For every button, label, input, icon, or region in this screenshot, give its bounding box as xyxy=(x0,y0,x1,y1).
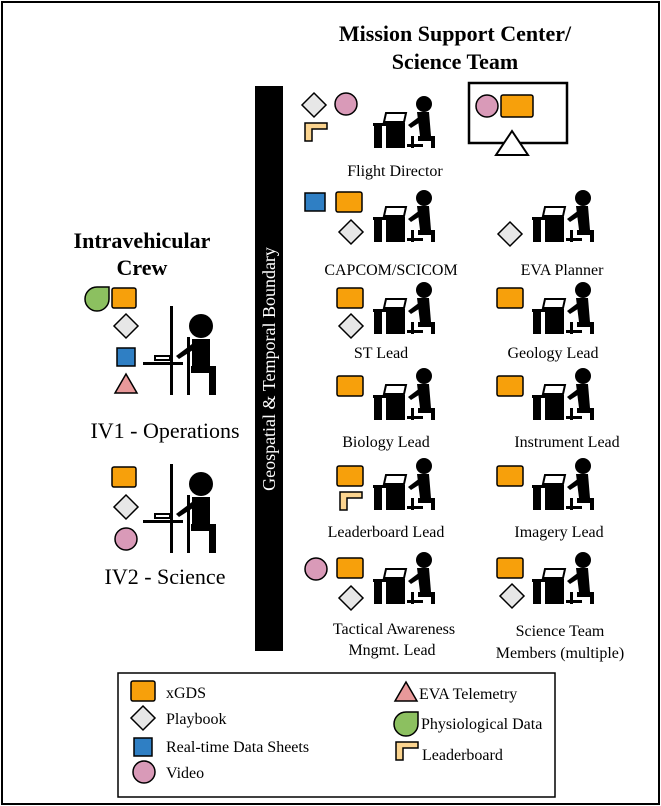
iv1-label: IV1 - Operations xyxy=(90,418,239,443)
person-at-desk-icon xyxy=(531,457,595,511)
legend-physiological-label: Physiological Data xyxy=(421,716,542,733)
boundary-bar xyxy=(255,86,283,651)
science-team-station xyxy=(496,551,595,610)
person-at-desk-icon xyxy=(372,189,436,243)
video-icon xyxy=(475,94,499,118)
video-icon xyxy=(132,760,156,784)
xgds-icon xyxy=(496,287,524,309)
playbook-icon xyxy=(112,493,140,521)
leaderboard-lead-station xyxy=(336,457,436,511)
geology-lead-label: Geology Lead xyxy=(507,345,598,362)
iv1-workstation xyxy=(84,286,217,396)
iv2-label: IV2 - Science xyxy=(105,564,226,589)
xgds-icon xyxy=(111,466,137,488)
science-team-label-2: Members (multiple) xyxy=(496,645,624,662)
title-line-1: Mission Support Center/ xyxy=(339,21,572,46)
data-sheets-icon xyxy=(304,192,326,212)
instrument-lead-label: Instrument Lead xyxy=(514,434,619,451)
video-icon xyxy=(304,557,328,581)
flight-director-label: Flight Director xyxy=(347,163,443,180)
person-at-desk-icon xyxy=(372,367,436,421)
person-at-desk-icon xyxy=(372,95,436,149)
person-at-desk-icon xyxy=(531,281,595,335)
leaderboard-icon xyxy=(339,491,363,511)
person-at-desk-icon xyxy=(531,367,595,421)
iv2-person-icon xyxy=(142,463,217,554)
xgds-icon xyxy=(111,287,137,309)
instrument-lead-station xyxy=(496,367,595,421)
tactical-label-1: Tactical Awareness xyxy=(333,621,455,638)
tactical-awareness-station xyxy=(304,551,436,612)
data-sheets-icon xyxy=(116,347,136,367)
legend-eva-telemetry-label: EVA Telemetry xyxy=(419,686,517,703)
crew-heading-1: Intravehicular xyxy=(74,228,211,253)
biology-lead-label: Biology Lead xyxy=(342,434,430,451)
st-lead-label: ST Lead xyxy=(354,345,408,362)
data-sheets-icon xyxy=(133,737,153,757)
eva-planner-label: EVA Planner xyxy=(521,262,604,279)
legend-video-label: Video xyxy=(166,765,204,782)
legend-xgds-label: xGDS xyxy=(166,685,206,702)
xgds-icon xyxy=(130,680,156,702)
tactical-label-2: Mngmt. Lead xyxy=(348,642,435,659)
leaderboard-lead-label: Leaderboard Lead xyxy=(328,524,445,541)
xgds-icon xyxy=(336,375,364,397)
legend: xGDS Playbook Real-time Data Sheets Vide… xyxy=(117,672,556,798)
video-icon xyxy=(114,527,138,551)
title-line-2: Science Team xyxy=(392,49,519,74)
st-lead-station xyxy=(336,281,436,340)
person-at-desk-icon xyxy=(372,457,436,511)
xgds-icon xyxy=(336,465,364,487)
xgds-icon xyxy=(335,191,363,213)
person-at-desk-icon xyxy=(372,281,436,335)
person-at-desk-icon xyxy=(531,189,595,243)
iv2-workstation xyxy=(111,463,217,554)
imagery-lead-station xyxy=(496,457,595,511)
playbook-icon xyxy=(498,582,526,610)
playbook-icon xyxy=(337,218,365,246)
video-icon xyxy=(334,92,358,116)
boundary-label: Geospatial & Temporal Boundary xyxy=(259,247,279,491)
legend-data-sheets-label: Real-time Data Sheets xyxy=(166,739,309,756)
legend-leaderboard-label: Leaderboard xyxy=(422,747,503,764)
iv1-person-icon xyxy=(142,305,217,396)
capcom-label: CAPCOM/SCICOM xyxy=(324,262,457,279)
xgds-icon xyxy=(496,375,524,397)
xgds-icon xyxy=(336,287,364,309)
playbook-icon xyxy=(337,584,365,612)
physiological-data-icon xyxy=(393,711,419,737)
playbook-icon xyxy=(112,312,140,340)
physiological-data-icon xyxy=(84,286,110,312)
legend-box xyxy=(117,672,556,798)
person-at-desk-icon xyxy=(372,551,436,605)
flight-director-station xyxy=(300,91,436,149)
geology-lead-station xyxy=(496,281,595,335)
xgds-icon xyxy=(496,465,524,487)
xgds-icon xyxy=(500,94,534,118)
eva-planner-station xyxy=(496,189,595,248)
xgds-icon xyxy=(496,557,524,579)
imagery-lead-label: Imagery Lead xyxy=(514,524,603,541)
legend-playbook-label: Playbook xyxy=(166,711,226,728)
xgds-icon xyxy=(336,557,364,579)
playbook-icon xyxy=(496,220,524,248)
capcom-station xyxy=(304,189,436,246)
eva-telemetry-icon xyxy=(113,372,139,394)
playbook-icon xyxy=(337,312,365,340)
display-screen xyxy=(467,81,569,156)
crew-heading-2: Crew xyxy=(117,255,168,280)
person-at-desk-icon xyxy=(531,551,595,605)
leaderboard-icon xyxy=(304,122,328,142)
playbook-icon xyxy=(300,91,328,119)
science-team-label-1: Science Team xyxy=(516,623,605,640)
screen-stand xyxy=(494,129,530,156)
biology-lead-station xyxy=(336,367,436,421)
